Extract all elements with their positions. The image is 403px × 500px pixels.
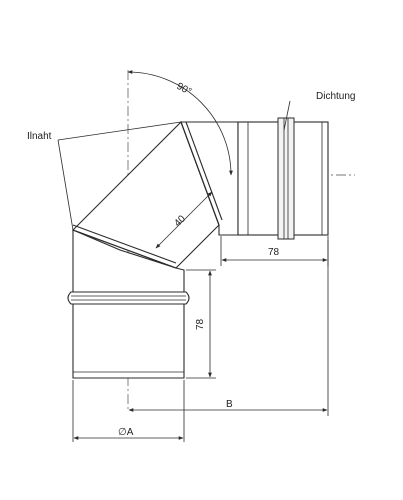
label-dim-b: B <box>226 399 233 410</box>
label-angle: 90° <box>175 81 194 98</box>
label-dim-a: ∅A <box>118 427 134 438</box>
label-seal: Dichtung <box>316 91 355 102</box>
right-pipe-segment <box>237 117 329 240</box>
angle-dimension <box>127 70 233 176</box>
label-seam: Ilnaht <box>27 131 52 142</box>
label-length-78-top: 78 <box>268 247 280 258</box>
dim-40 <box>155 191 213 249</box>
dim-78-vertical <box>186 269 216 379</box>
lower-bead <box>67 291 190 305</box>
dim-b <box>128 240 329 416</box>
seal-ring <box>277 117 295 240</box>
dim-a <box>72 380 185 442</box>
label-length-78-side: 78 <box>195 318 206 330</box>
